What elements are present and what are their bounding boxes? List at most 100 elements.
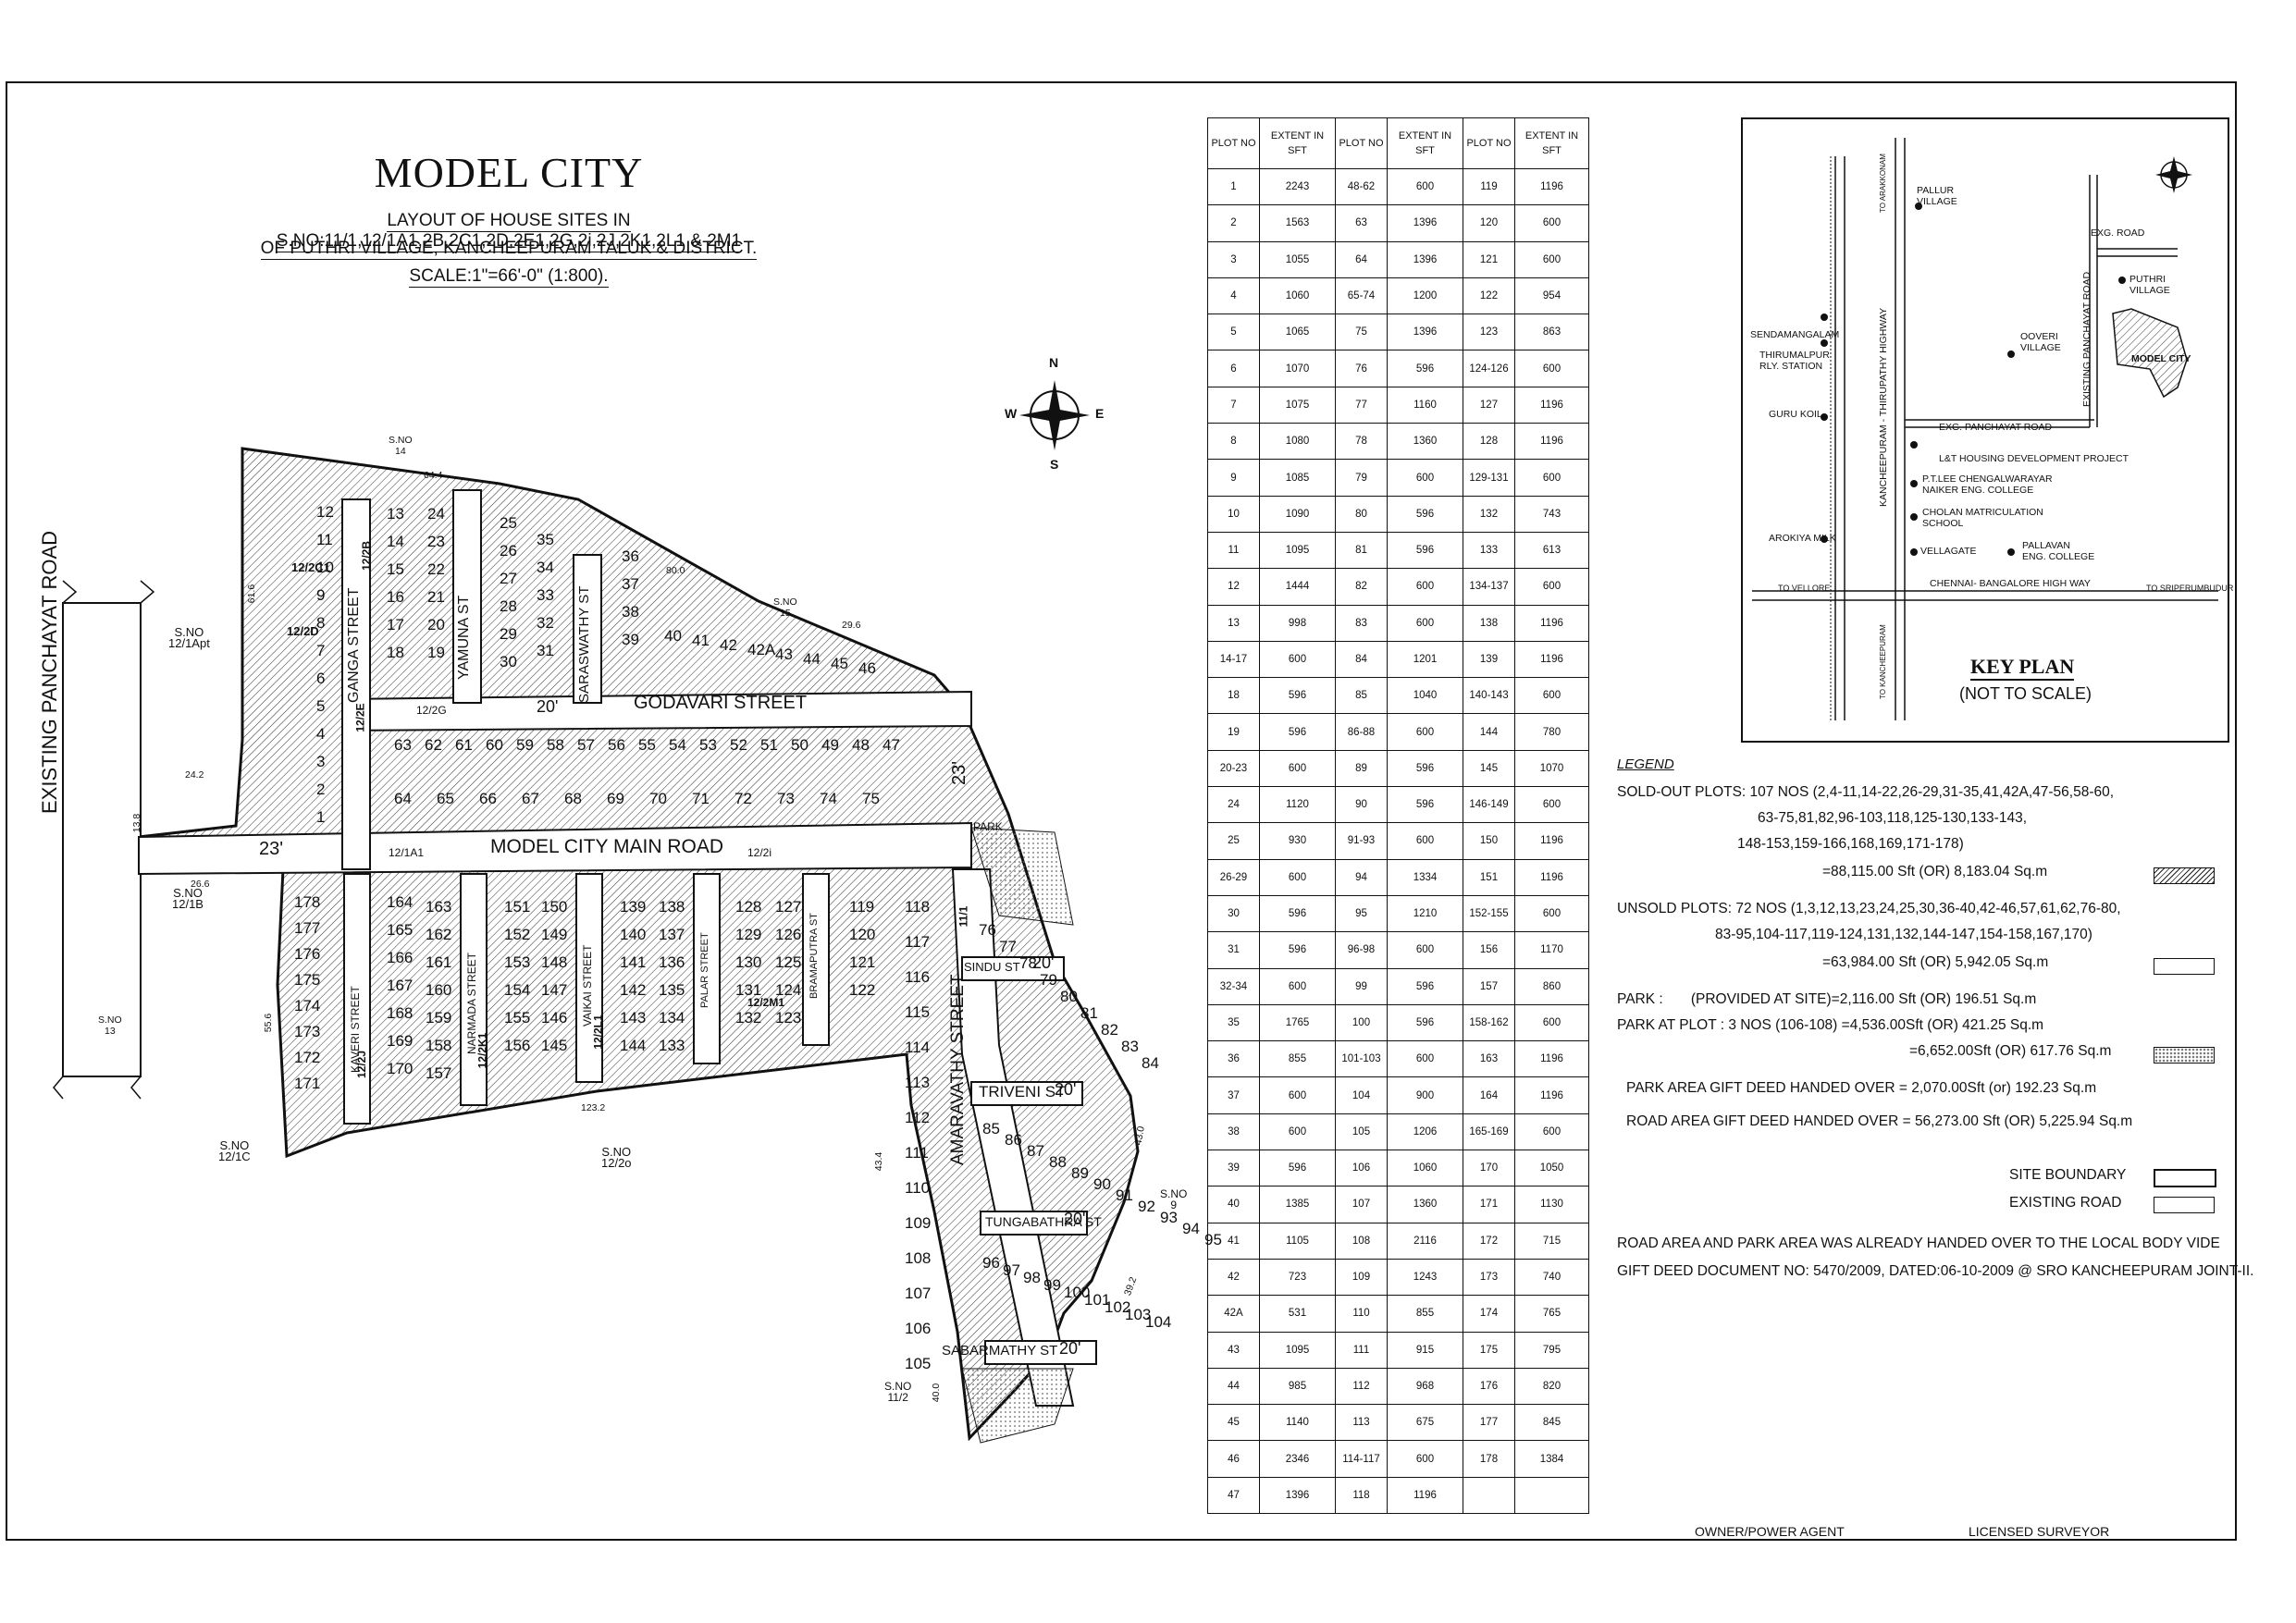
table-cell: 128 [1463, 423, 1515, 461]
table-cell: 108 [1335, 1222, 1388, 1260]
kp-sendamangalam: SENDAMANGALAM [1750, 329, 1840, 340]
plot-number: 52 [730, 736, 747, 754]
table-cell: 140-143 [1463, 677, 1515, 715]
plot-number: 84 [1142, 1054, 1159, 1072]
width-main: 23' [259, 839, 284, 859]
table-cell: 174 [1463, 1295, 1515, 1333]
kp-exg-road: EXG. ROAD [2091, 227, 2145, 239]
plot-number: 142 [620, 981, 647, 999]
plot-number: 35 [537, 531, 554, 548]
plot-number: 70 [649, 790, 667, 807]
plot-number: 76 [979, 921, 996, 939]
plot-number: 61 [455, 736, 473, 754]
plot-number: 86 [1005, 1131, 1022, 1149]
plot-number: 56 [608, 736, 625, 754]
legend-park-1: PARK : (PROVIDED AT SITE)=2,116.00 Sft (… [1617, 991, 2037, 1007]
kp-highway: CHENNAI- BANGALORE HIGH WAY [1930, 578, 2091, 589]
table-cell: 151 [1463, 858, 1515, 896]
kp-lt-housing: L&T HOUSING DEVELOPMENT PROJECT [1939, 453, 2129, 464]
table-cell: 91-93 [1335, 822, 1388, 860]
plot-number: 20 [427, 616, 445, 633]
survey-12-2b: 12/2B [360, 540, 374, 572]
plot-number: 26 [500, 542, 517, 559]
table-cell: 1080 [1259, 423, 1336, 461]
legend-unsold-2: 83-95,104-117,119-124,131,132,144-147,15… [1715, 927, 2092, 942]
park-area [961, 1368, 1074, 1444]
table-cell: 596 [1387, 531, 1463, 570]
table-cell: 114-117 [1335, 1440, 1388, 1478]
table-cell: 820 [1514, 1367, 1589, 1406]
table-cell: 845 [1514, 1404, 1589, 1442]
plot-number: 42 [720, 636, 737, 654]
table-cell: 1196 [1514, 604, 1589, 642]
table-cell: 31 [1207, 931, 1260, 969]
table-cell: 743 [1514, 495, 1589, 533]
plot-number: 164 [387, 893, 414, 911]
plot-number: 42A [747, 641, 776, 658]
drawing-border [6, 81, 2237, 1541]
table-cell: 94 [1335, 858, 1388, 896]
legend-sold-2: 63-75,81,82,96-103,118,125-130,133-143, [1758, 810, 2028, 826]
plot-number: 9 [316, 586, 326, 604]
table-cell: 75 [1335, 314, 1388, 351]
site-boundary-swatch [2154, 1169, 2216, 1187]
survey-no-12-1apt: S.NO 12/1Apt [168, 625, 210, 650]
dim-7: 55.6 [263, 1013, 275, 1033]
table-cell: 596 [1387, 749, 1463, 788]
plot-number: 101 [1084, 1291, 1111, 1309]
table-cell: 118 [1335, 1476, 1388, 1514]
plot-number: 37 [622, 575, 639, 593]
table-cell: 109 [1335, 1258, 1388, 1297]
plot-number: 51 [760, 736, 778, 754]
plot-number: 140 [620, 926, 647, 943]
owner-signature-label: OWNER/POWER AGENT [1695, 1524, 1845, 1539]
table-cell: 600 [1514, 568, 1589, 606]
table-cell: 1055 [1259, 240, 1336, 278]
table-cell: 3 [1207, 240, 1260, 278]
plot-number: 105 [905, 1355, 932, 1372]
kp-arokiya: AROKIYA MILK [1769, 533, 1836, 544]
plot-number: 176 [294, 945, 321, 963]
subtitle-line-2: OF PUTHRI VILLAGE, KANCHEEPURAM TALUK & … [260, 239, 758, 260]
existing-road [62, 602, 142, 1077]
table-cell: 1095 [1259, 531, 1336, 570]
table-cell: 42A [1207, 1295, 1260, 1333]
table-cell: 144 [1463, 713, 1515, 751]
plot-number: 60 [486, 736, 503, 754]
table-cell: 7 [1207, 386, 1260, 424]
table-cell: 596 [1259, 1150, 1336, 1187]
table-cell: 1065 [1259, 314, 1336, 351]
plot-number: 107 [905, 1285, 932, 1302]
table-cell: 48-62 [1335, 167, 1388, 206]
table-cell: 25 [1207, 822, 1260, 860]
plot-number: 58 [547, 736, 564, 754]
table-cell: 1360 [1387, 423, 1463, 461]
plot-number: 165 [387, 921, 414, 939]
legend-note-1: ROAD AREA AND PARK AREA WAS ALREADY HAND… [1617, 1236, 2220, 1251]
table-cell: 84 [1335, 640, 1388, 679]
table-cell: 90 [1335, 786, 1388, 824]
table-header-cell: PLOT NO [1463, 117, 1515, 169]
table-cell: 596 [1387, 967, 1463, 1005]
legend-park-gift: PARK AREA GIFT DEED HANDED OVER = 2,070.… [1626, 1080, 2097, 1096]
table-cell: 600 [1514, 459, 1589, 497]
table-cell: 156 [1463, 931, 1515, 969]
plot-number: 34 [537, 559, 554, 576]
table-cell: 79 [1335, 459, 1388, 497]
width-sindu: 20' [1032, 953, 1055, 972]
table-cell: 111 [1335, 1331, 1388, 1369]
plot-number: 94 [1182, 1220, 1200, 1237]
park-swatch [2154, 1047, 2215, 1064]
table-cell: 178 [1463, 1440, 1515, 1478]
table-cell: 1396 [1387, 314, 1463, 351]
table-cell: 165-169 [1463, 1113, 1515, 1151]
compass-n: N [1049, 355, 1059, 370]
width-sabar: 20' [1059, 1339, 1081, 1358]
table-cell: 2346 [1259, 1440, 1336, 1478]
table-cell: 1085 [1259, 459, 1336, 497]
plot-number: 148 [541, 953, 568, 971]
